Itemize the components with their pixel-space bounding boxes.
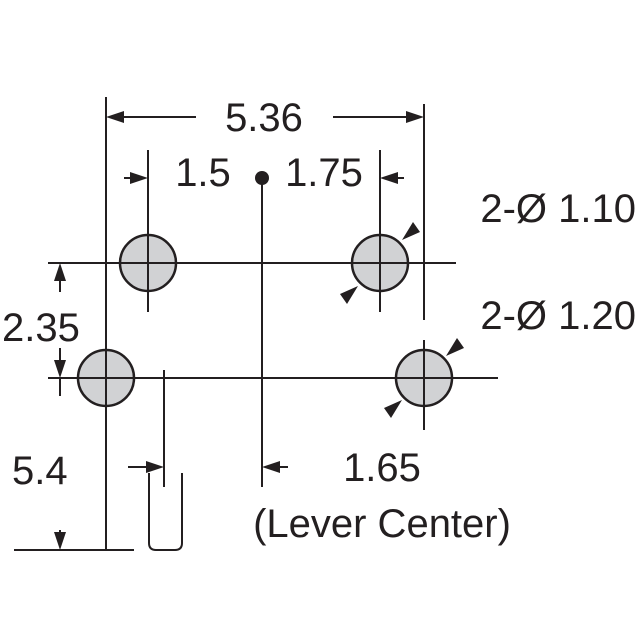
left-to-center-arrow <box>130 172 148 184</box>
lever-center-arrow-right <box>262 461 280 473</box>
upper-hole-diameter-arrow-top <box>402 222 420 240</box>
center-to-right-arrow <box>380 172 398 184</box>
row-spacing-arrow-bottom <box>54 360 66 378</box>
lever-center-note: (Lever Center) <box>253 502 511 546</box>
overall-width-label: 5.36 <box>225 96 303 140</box>
lever-offset-label: 5.4 <box>12 449 68 493</box>
row-spacing-arrow-top <box>54 263 66 281</box>
lever-center-label: 1.65 <box>343 446 421 490</box>
overall-width-arrow-right <box>406 111 424 123</box>
upper-hole-diameter-arrow-bottom <box>340 286 358 304</box>
lower-hole-diameter-arrow-bottom <box>384 400 402 418</box>
center-to-right-label: 1.75 <box>285 151 363 195</box>
overall-width-arrow-left <box>106 111 124 123</box>
lever-center-arrow-left <box>146 461 164 473</box>
lower-hole-diameter-arrow-top <box>446 338 464 356</box>
lever-outline <box>148 473 183 551</box>
row-spacing-label: 2.35 <box>2 306 80 350</box>
center-point <box>255 171 269 185</box>
lever-offset-arrow <box>54 532 66 550</box>
upper-hole-diameter-label: 2-Ø 1.10 <box>480 187 636 231</box>
left-to-center-label: 1.5 <box>175 151 231 195</box>
lower-hole-diameter-label: 2-Ø 1.20 <box>480 294 636 338</box>
